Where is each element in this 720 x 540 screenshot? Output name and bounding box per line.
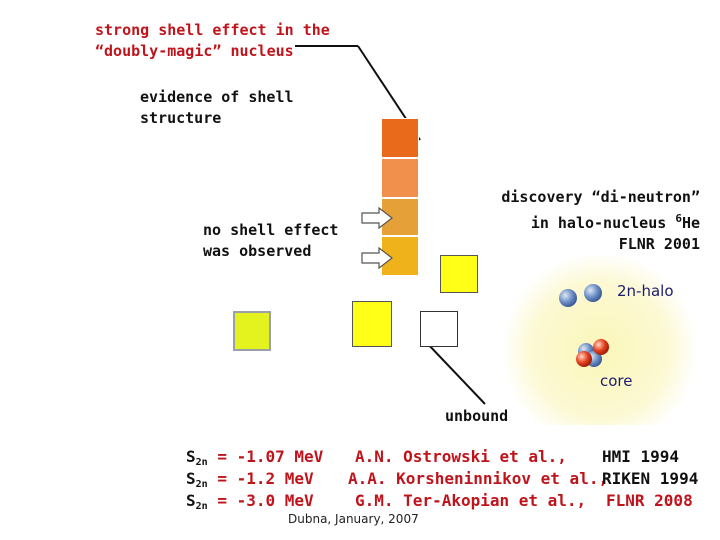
reference-lab: HMI 1994 [602,447,680,466]
halo-neutron-1 [559,289,577,307]
reference-symbol: S2n [186,447,208,468]
nuclide-square-lime [233,311,271,351]
reference-authors: A.A. Korsheninnikov et al., [348,469,609,488]
core-proton [576,351,592,367]
no-shell-note: no shell effect was observed [203,220,338,262]
footer-text: Dubna, January, 2007 [288,512,419,526]
shell-effect-line1: strong shell effect in the [95,21,330,39]
core-label: core [600,372,633,390]
reference-row: S2n = -3.0 MeV [186,491,314,512]
discovery-line3: FLNR 2001 [618,235,700,253]
reference-row: S2n = -1.07 MeV [186,447,323,468]
reference-lab: RIKEN 1994 [602,469,699,488]
nuclide-square-yellow-right [440,255,478,293]
arrow-icon [361,207,393,229]
halo-neutron-2 [584,284,602,302]
unbound-label: unbound [445,407,509,425]
element-symbol: He [681,214,700,232]
arrow-icon [361,247,393,269]
halo-nucleus-diagram [502,255,698,425]
evidence-note: evidence of shell structure [140,87,294,129]
halo-label: 2n-halo [617,282,674,300]
evidence-line2: structure [140,109,222,127]
unbound-leader-line [424,340,486,405]
discovery-note: discovery “di-neutron” in halo-nucleus 6… [478,187,700,255]
nuclide-square-2 [381,158,419,198]
reference-value: = -1.2 MeV [217,469,314,488]
reference-row: S2n = -1.2 MeV [186,469,314,490]
reference-authors: A.N. Ostrowski et al., [355,447,567,466]
shell-effect-line2: “doubly-magic” nucleus [95,42,294,60]
mass-number: 6 [675,212,682,225]
no-shell-line1: no shell effect [203,221,339,239]
discovery-line1: discovery “di-neutron” [501,188,700,206]
nuclide-square-top [381,118,419,158]
reference-symbol: S2n [186,491,208,512]
reference-value: = -3.0 MeV [217,491,314,510]
evidence-line1: evidence of shell [140,88,294,106]
discovery-line2: in halo-nucleus 6He [530,212,700,232]
no-shell-line2: was observed [203,242,312,260]
nuclide-square-yellow-mid [352,301,392,347]
core-proton [593,339,609,355]
nuclide-square-unbound [420,311,458,347]
reference-symbol: S2n [186,469,208,490]
shell-effect-note: strong shell effect in the “doubly-magic… [95,20,330,62]
reference-authors: G.M. Ter-Akopian et al., [355,491,587,510]
reference-lab: FLNR 2008 [606,491,693,510]
reference-value: = -1.07 MeV [217,447,324,466]
